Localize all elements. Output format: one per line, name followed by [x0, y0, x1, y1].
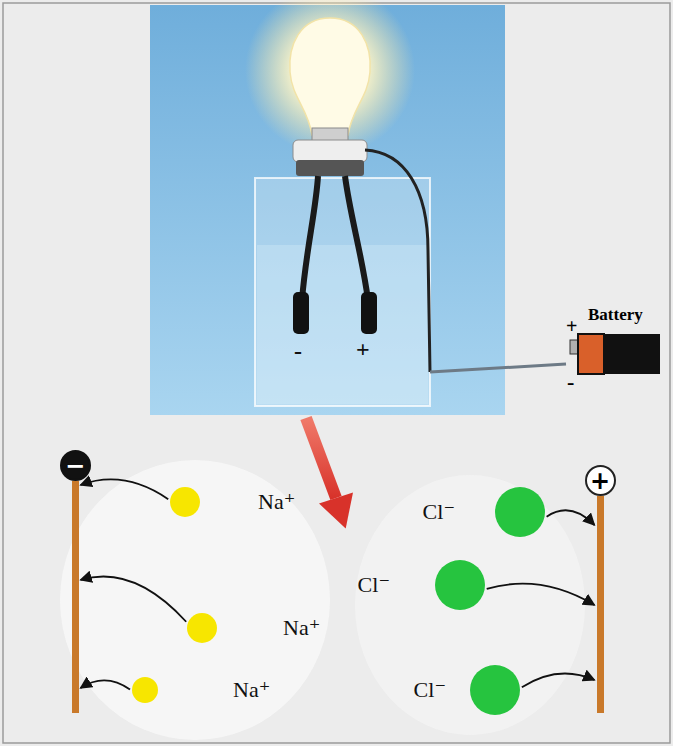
electrode: − — [60, 450, 90, 713]
ion: Cl⁻ — [358, 560, 485, 610]
photo-label: - — [567, 370, 574, 394]
electrode-wire — [345, 176, 368, 300]
migration-arrow — [522, 673, 595, 687]
pointer-arrow — [306, 418, 336, 498]
light-bulb — [290, 18, 370, 135]
migration-arrow — [487, 584, 595, 605]
electrode-rod — [72, 481, 79, 713]
electrode-clip — [361, 292, 377, 334]
ion-ball — [470, 665, 520, 715]
ion-label: Cl⁻ — [423, 499, 455, 524]
migration-arrow — [81, 577, 187, 622]
socket-base — [296, 160, 364, 176]
background-cloud — [60, 460, 330, 740]
electrode-sign: − — [65, 454, 85, 478]
ion-label: Na⁺ — [258, 489, 295, 514]
ion-label-group: Na⁺ — [258, 490, 295, 514]
electrode-rod — [597, 496, 604, 713]
ion-label: Na⁺ — [233, 677, 270, 702]
ion: Na⁺ — [187, 613, 320, 643]
ion-label-group: Cl⁻ — [414, 678, 446, 702]
photo-label: + — [566, 315, 577, 337]
ion-ball — [495, 487, 545, 537]
migration-arrow — [81, 680, 131, 689]
ion: Na⁺ — [132, 677, 270, 703]
ion-ball — [435, 560, 485, 610]
battery-wire — [430, 364, 566, 372]
ion: Cl⁻ — [414, 665, 520, 715]
ion-ball — [170, 487, 200, 517]
electrode-terminal: + — [585, 465, 616, 496]
migration-arrow — [547, 510, 595, 525]
electrode: + — [585, 465, 615, 713]
electrode-sign: + — [590, 469, 610, 493]
battery-terminal — [570, 340, 578, 354]
photo-background — [150, 5, 505, 415]
ion-label: Na⁺ — [283, 615, 320, 640]
beaker — [255, 178, 430, 406]
migration-arrow — [81, 479, 169, 499]
battery-cap — [578, 334, 604, 374]
solution — [257, 245, 428, 404]
ion: Cl⁻ — [423, 487, 545, 537]
electrode-clip — [293, 292, 309, 334]
ion-label: Cl⁻ — [358, 572, 390, 597]
photo-label: Battery — [588, 306, 643, 325]
ion-ball — [132, 677, 158, 703]
electrode-terminal: − — [60, 450, 91, 481]
bulb-glow — [245, 0, 415, 155]
socket — [293, 140, 367, 162]
photo-label: - — [294, 338, 302, 364]
ion-ball — [187, 613, 217, 643]
ion-label-group: Na⁺ — [233, 678, 270, 702]
ion-label: Cl⁻ — [414, 677, 446, 702]
pointer-arrowhead — [319, 493, 353, 529]
ion: Na⁺ — [170, 487, 295, 517]
electrode-wire — [302, 176, 318, 300]
lamp-wire — [365, 150, 430, 372]
ion-label-group: Na⁺ — [283, 616, 320, 640]
battery-body — [604, 334, 660, 374]
ion-label-group: Cl⁻ — [423, 500, 455, 524]
ion-label-group: Cl⁻ — [358, 573, 390, 597]
photo-label: + — [356, 336, 370, 362]
frame — [3, 3, 670, 743]
